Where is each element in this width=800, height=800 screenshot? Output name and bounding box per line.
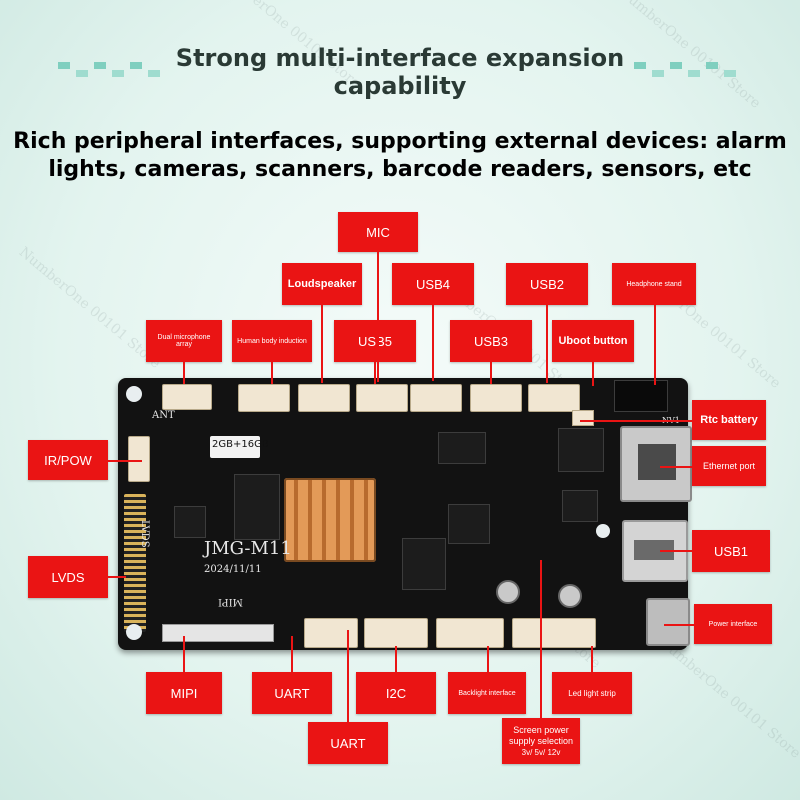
connector-usb4 [410,384,462,412]
label-headphone-stand: Headphone stand [612,263,696,305]
label-loudspeaker: Loudspeaker [282,263,362,305]
label-rtc-battery: Rtc battery [692,400,766,440]
board-model: JMG-M11 [204,538,292,559]
leader-line [660,466,692,468]
subtitle-line1: Rich peripheral interfaces, supporting e… [13,129,787,154]
memory-sticker-text: 2GB+16GB [212,439,269,450]
connector-usb5 [298,384,350,412]
pmic-chip [174,506,206,538]
capacitor [558,584,582,608]
label-ethernet-port: Ethernet port [692,446,766,486]
leader-line [592,362,594,386]
label-i2c: I2C [356,672,436,714]
label-usb5: USB5 [334,320,416,362]
screen-power-line1: Screen power [513,724,569,735]
controller-chip [438,432,486,464]
leader-line [654,305,656,385]
connector-uart [304,618,358,648]
leader-line [591,646,593,672]
usb-hub-chip [562,490,598,522]
power-jack [646,598,690,646]
connector-usb5b [356,384,408,412]
leader-line [291,636,293,672]
lvds-header [124,494,146,632]
flash-chip [402,538,446,590]
label-usb2: USB2 [506,263,588,305]
ethernet-phy-chip [558,428,604,472]
watermark: NumberOne 00101 Store [655,634,800,762]
leader-line [374,362,376,384]
leader-line [432,305,434,381]
leader-line [377,252,379,382]
mipi-fpc [162,624,274,642]
label-backlight-interface: Backlight interface [448,672,526,714]
leader-line [487,646,489,672]
connector-i2c [364,618,428,648]
label-lvds: LVDS [28,556,108,598]
leader-line [271,362,273,384]
label-mic: MIC [338,212,418,252]
label-mipi: MIPI [146,672,222,714]
board-date: 2024/11/11 [204,564,262,575]
ethernet-opening [638,444,676,480]
page-subtitle: Rich peripheral interfaces, supporting e… [0,128,800,184]
label-human-body-induction: Human body induction [232,320,312,362]
connector-led-strip [512,618,596,648]
label-usb3: USB3 [450,320,532,362]
leader-line [108,460,142,462]
label-usb1: USB1 [692,530,770,572]
label-led-light-strip: Led light strip [552,672,632,714]
connector-usb3 [470,384,522,412]
leader-line [347,630,349,722]
connector-usb2 [528,384,580,412]
screen-power-line2: supply selection [508,735,574,746]
memory-chip [234,474,280,540]
connector-ir-pow [128,436,150,482]
leader-line [183,636,185,672]
heatsink [284,478,376,562]
label-dual-microphone-array: Dual microphone array [146,320,222,362]
leader-line [540,560,542,718]
capacitor [496,580,520,604]
leader-line [395,646,397,672]
page-title-line1: Strong multi-interface expansion [175,44,625,72]
label-uboot-button: Uboot button [552,320,634,362]
circuit-board: 2GB+16GB JMG-M11 2024/11/11 ANT LVDS MIP… [118,378,692,650]
label-uart-2: UART [308,722,388,764]
leader-line [108,576,126,578]
screen-power-line3: 3v/ 5v/ 12v [521,747,561,757]
mipi-silkscreen: MIPI [218,596,243,607]
label-ir-pow: IR/POW [28,440,108,480]
leader-line [490,362,492,384]
leader-line [321,305,323,383]
label-screen-power-supply: Screen power supply selection 3v/ 5v/ 12… [502,718,580,764]
connector-backlight [436,618,504,648]
connector-mic-array [162,384,212,410]
usb1-opening [634,540,674,560]
leader-line [664,624,694,626]
label-uart-1: UART [252,672,332,714]
mount-hole [596,524,610,538]
leader-line [546,305,548,383]
ant-label: ANT [152,410,175,421]
leader-line [183,362,185,384]
subtitle-line2: lights, cameras, scanners, barcode reade… [48,157,752,182]
memory-sticker [210,436,260,458]
connector-human-body [238,384,290,412]
page-title: Strong multi-interface expansion capabil… [0,44,800,100]
processor-chip [448,504,490,544]
headphone-jack [614,380,668,412]
watermark: NumberOne 00101 Store [15,244,164,372]
leader-line [580,420,692,422]
page-title-line2: capability [333,72,467,100]
leader-line [660,550,692,552]
label-power-interface: Power interface [694,604,772,644]
mount-hole [126,624,142,640]
rtc-battery-holder [572,410,594,426]
lvds-silkscreen: LVDS [139,520,150,548]
mount-hole [126,386,142,402]
label-usb4: USB4 [392,263,474,305]
